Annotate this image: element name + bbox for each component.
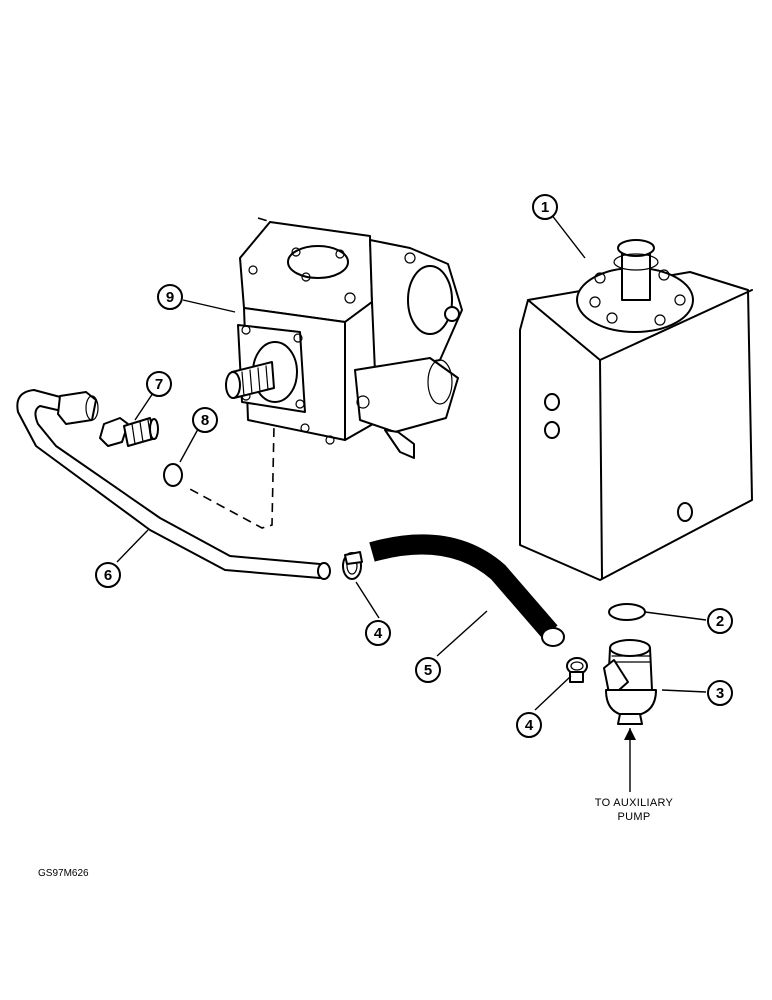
note-line-2: PUMP [618, 811, 651, 823]
elbow-fitting [603, 639, 657, 725]
phantom-line [187, 217, 279, 529]
callout-2: 2 [707, 608, 733, 634]
svg-text:3: 3 [716, 685, 724, 702]
callout-4-upper: 4 [365, 620, 391, 646]
svg-text:6: 6 [104, 567, 112, 584]
callout-4-lower: 4 [516, 712, 542, 738]
svg-text:5: 5 [424, 662, 432, 679]
figure-id: GS97M626 [38, 868, 89, 879]
svg-text:4: 4 [374, 625, 383, 642]
leader-lines [116, 213, 707, 792]
svg-text:2: 2 [716, 613, 724, 630]
svg-text:9: 9 [166, 289, 174, 306]
o-ring-seal [163, 463, 183, 487]
suction-hose [369, 534, 558, 639]
reservoir-tank [519, 239, 753, 581]
callout-8: 8 [192, 407, 218, 433]
svg-text:4: 4 [525, 717, 534, 734]
svg-text:8: 8 [201, 412, 209, 429]
hose-clamp-upper [342, 551, 363, 580]
hydraulic-pump [225, 221, 463, 459]
seal-ring [608, 603, 646, 621]
callout-9: 9 [157, 284, 183, 310]
note-line-1: TO AUXILIARY [595, 797, 674, 809]
svg-text:1: 1 [541, 199, 549, 216]
callout-7: 7 [146, 371, 172, 397]
hose-clamp-lower [566, 657, 588, 683]
callout-3: 3 [707, 680, 733, 706]
hose-end [541, 627, 565, 647]
adapter-fitting [99, 417, 159, 447]
callout-1: 1 [532, 194, 558, 220]
callout-6: 6 [95, 562, 121, 588]
hydraulic-tube [16, 389, 331, 580]
callout-5: 5 [415, 657, 441, 683]
svg-text:7: 7 [155, 376, 163, 393]
